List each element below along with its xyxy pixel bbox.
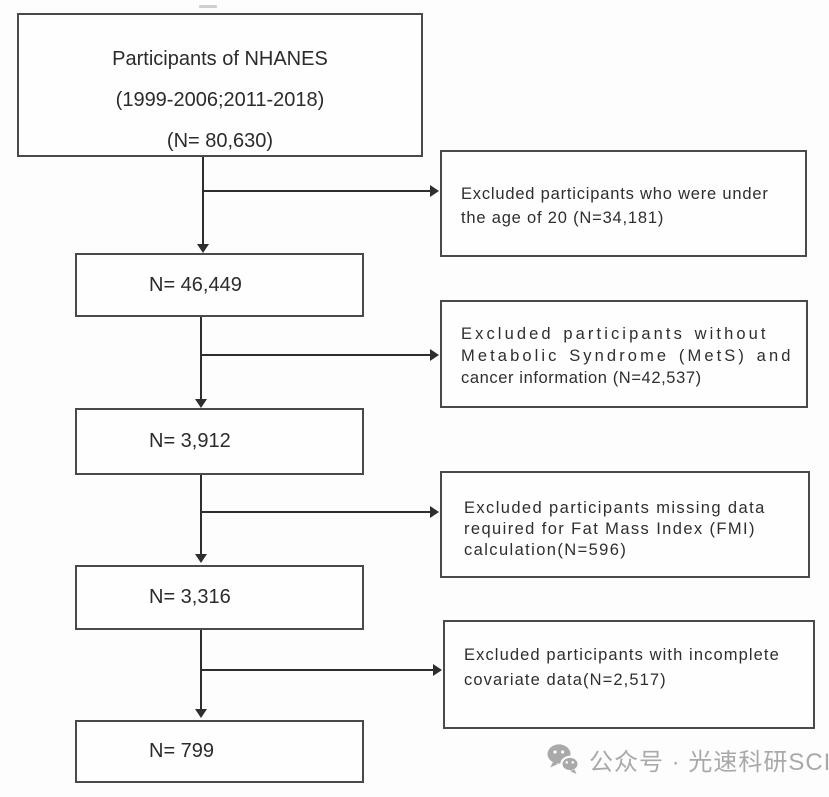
box-exclusion-missing-fmi: Excluded participants missing data requi…: [440, 471, 810, 578]
arrow-right-icon: [433, 664, 442, 676]
arrow-down-icon: [195, 554, 207, 563]
exclusion4-line-1: Excluded participants with incomplete: [464, 646, 780, 664]
exclusion2-line-3: cancer information (N=42,537): [461, 369, 702, 387]
exclusion3-line-2: required for Fat Mass Index (FMI): [464, 520, 756, 538]
arrow-down-icon: [195, 709, 207, 718]
watermark: 公众号 · 光速科研SCI: [546, 742, 829, 777]
nhanes-line-1: Participants of NHANES: [112, 48, 328, 70]
n4-label: N= 799: [149, 740, 215, 762]
arrow-right-icon: [430, 185, 439, 197]
exclusion3-line-1: Excluded participants missing data: [464, 499, 766, 517]
box-exclusion-incomplete-covariates: Excluded participants with incomplete co…: [443, 620, 815, 729]
connector-line: [201, 669, 434, 671]
arrow-down-icon: [197, 244, 209, 253]
connector-line: [201, 354, 431, 356]
box-n-799: N= 799: [75, 720, 364, 783]
n1-label: N= 46,449: [149, 273, 242, 296]
n3-label: N= 3,316: [149, 586, 231, 608]
connector-line: [202, 157, 204, 245]
arrow-down-icon: [195, 399, 207, 408]
box-n-46449: N= 46,449: [75, 253, 364, 317]
exclusion4-line-2: covariate data(N=2,517): [464, 671, 667, 689]
watermark-text: 公众号 · 光速科研SCI: [589, 749, 829, 776]
connector-line: [200, 317, 202, 401]
arrow-right-icon: [430, 349, 439, 361]
box-exclusion-under-20: Excluded participants who were under the…: [440, 150, 807, 257]
connector-line: [200, 475, 202, 556]
box-nhanes-participants: Participants of NHANES (1999-2006;2011-2…: [17, 13, 423, 157]
nhanes-line-3: (N= 80,630): [166, 130, 274, 152]
n2-label: N= 3,912: [149, 430, 231, 452]
exclusion2-line-1: Excluded participants without: [461, 325, 769, 343]
nhanes-line-2: (1999-2006;2011-2018): [115, 89, 325, 111]
box-exclusion-no-mets-cancer-info: Excluded participants without Metabolic …: [440, 300, 808, 408]
exclusion2-line-2: Metabolic Syndrome (MetS) and: [461, 347, 794, 365]
connector-line: [201, 511, 431, 513]
exclusion1-line-1: Excluded participants who were under: [461, 185, 769, 203]
connector-line: [203, 190, 431, 192]
artifact-dash: [199, 5, 217, 8]
exclusion3-line-3: calculation(N=596): [464, 541, 628, 559]
arrow-right-icon: [430, 506, 439, 518]
exclusion1-line-2: the age of 20 (N=34,181): [461, 209, 665, 227]
wechat-icon: [546, 743, 580, 776]
box-n-3316: N= 3,316: [75, 565, 364, 630]
box-n-3912: N= 3,912: [75, 408, 364, 475]
